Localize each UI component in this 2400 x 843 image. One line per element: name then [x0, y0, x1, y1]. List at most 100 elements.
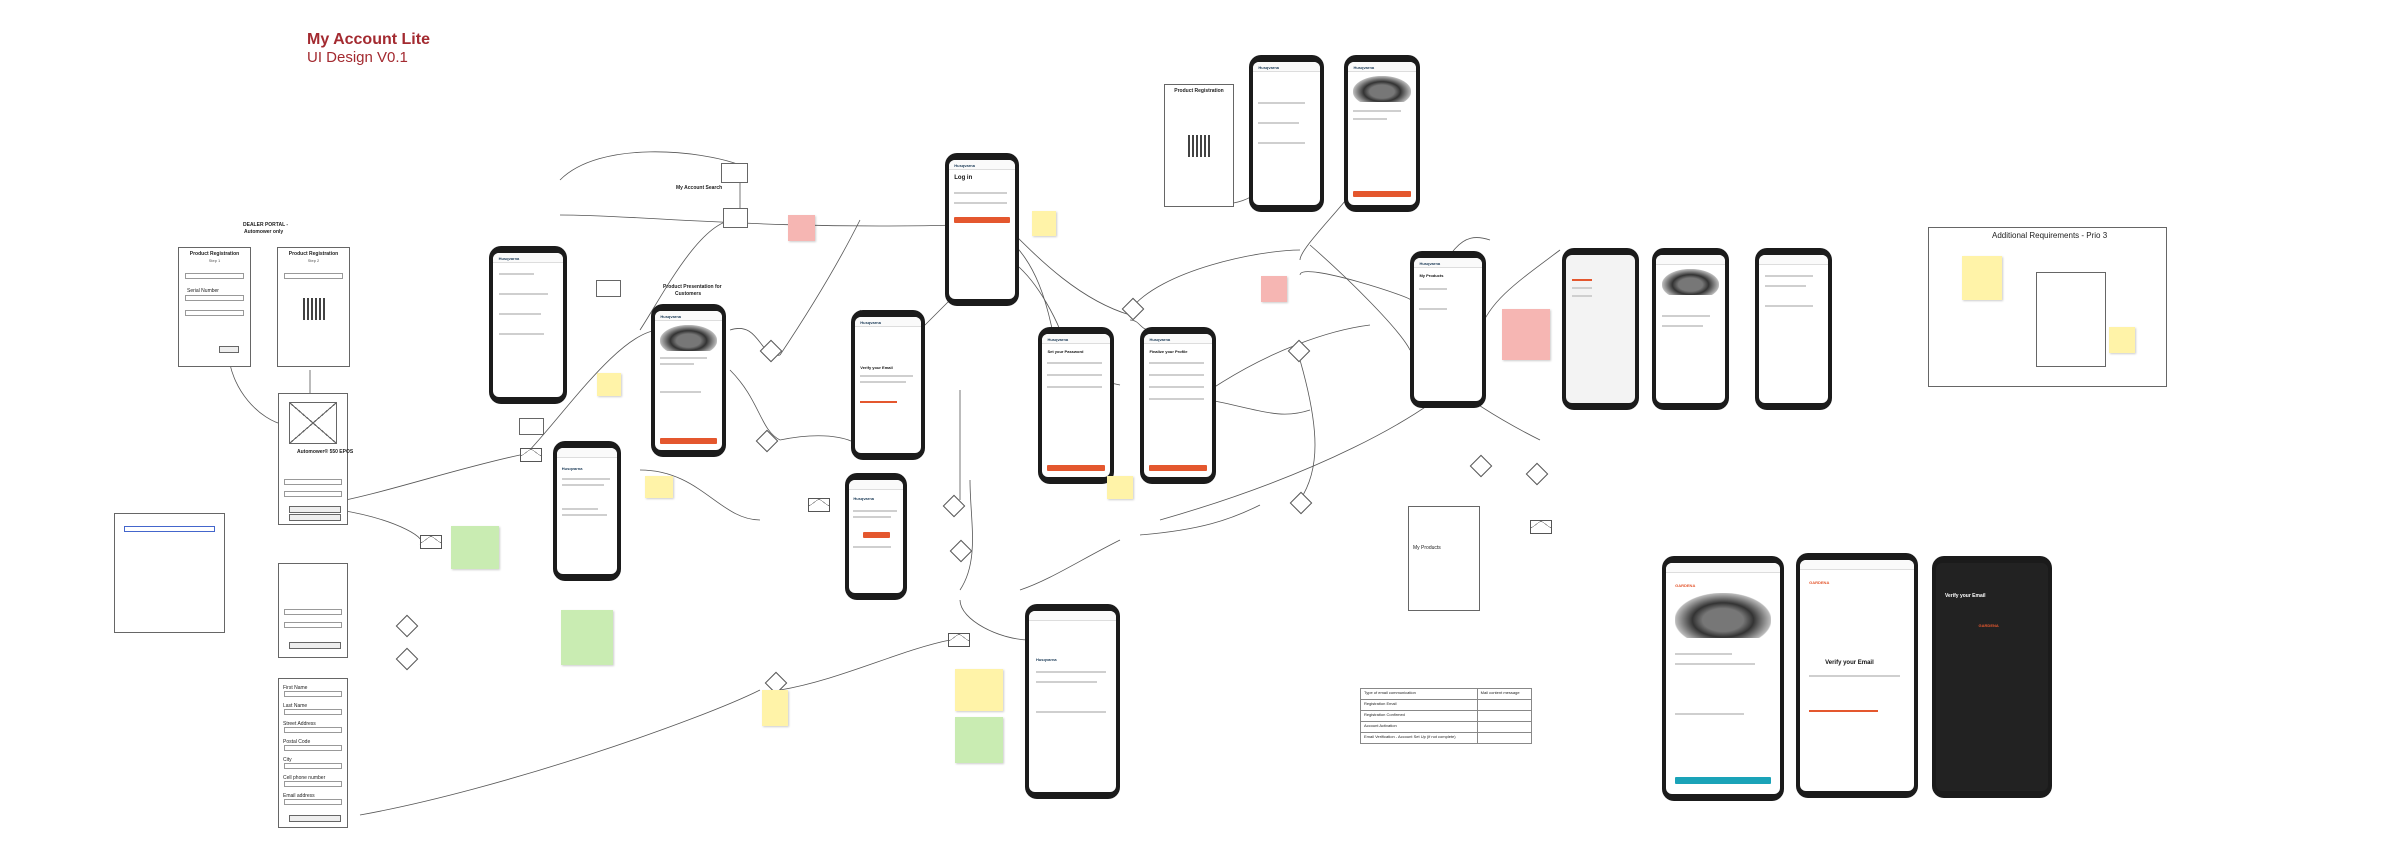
phone-my-products: Husqvarna My Products	[1410, 251, 1486, 408]
note	[2109, 327, 2135, 353]
phone-set-password: Husqvarna Set your Password	[1038, 327, 1114, 484]
dealer-portal-label: DEALER PORTAL -	[243, 222, 289, 228]
field[interactable]	[184, 295, 245, 301]
phone-product-search: Husqvarna	[489, 246, 567, 404]
field[interactable]	[184, 310, 245, 316]
table-cell: Registration Email	[1360, 699, 1478, 711]
image-placeholder-icon	[289, 402, 337, 444]
brand-logo: Husqvarna	[860, 320, 881, 325]
field[interactable]	[284, 609, 342, 615]
decision-node	[764, 671, 788, 695]
wireframe-my-products: My Products	[1408, 506, 1480, 611]
register-button[interactable]	[660, 438, 717, 444]
decision-node	[395, 647, 419, 671]
wireframe-product-card: Automower® 550 EPOS	[278, 393, 353, 525]
brand-logo: Husqvarna	[853, 496, 874, 501]
table-cell: Account Activation	[1360, 721, 1478, 733]
field[interactable]	[284, 799, 342, 805]
decision-node	[755, 429, 779, 453]
verify-email-heading: Verify your Email	[860, 365, 893, 370]
field[interactable]	[284, 479, 342, 485]
decision-node	[942, 494, 966, 518]
field[interactable]	[284, 491, 342, 497]
phone-verify-email: Husqvarna Verify your Email	[851, 310, 925, 460]
phone-gardena-product: GARDENA	[1662, 556, 1784, 801]
next-button[interactable]	[219, 346, 239, 353]
additional-requirements-frame: Additional Requirements - Prio 3	[1928, 227, 2167, 387]
wireframe-box	[519, 418, 544, 435]
table-cell: Email Verification - Account Set Up (if …	[1360, 732, 1478, 744]
field[interactable]	[284, 622, 342, 628]
note	[788, 215, 815, 241]
wireframe-box	[721, 163, 748, 183]
field[interactable]	[284, 781, 342, 787]
save-profile-button[interactable]	[1149, 465, 1207, 471]
finalize-profile-heading: Finalize your Profile	[1149, 349, 1188, 354]
email-cta-button[interactable]	[862, 532, 890, 538]
url-bar[interactable]	[123, 526, 216, 532]
note	[1962, 256, 2002, 300]
field-label: Email address	[283, 793, 315, 799]
note	[955, 717, 1003, 763]
wireframe-registration-form: First Name Last Name Street Address Post…	[278, 678, 348, 828]
phone-email-inbox: Husqvarna	[845, 473, 907, 600]
gardena-logo: GARDENA	[1978, 623, 1999, 628]
save-password-button[interactable]	[1047, 465, 1105, 471]
mower-image	[1353, 76, 1411, 102]
wireframe-product-registration-step2: Product Registration Step 2	[277, 247, 350, 367]
action-button[interactable]	[289, 514, 341, 521]
field[interactable]	[283, 273, 344, 279]
field[interactable]	[284, 691, 342, 697]
field[interactable]	[284, 709, 342, 715]
note	[955, 669, 1003, 711]
register-product-button[interactable]	[1353, 191, 1411, 197]
brand-logo: Husqvarna	[561, 466, 583, 471]
field[interactable]	[284, 745, 342, 751]
field[interactable]	[184, 273, 245, 279]
wireframe-step: Step 1	[208, 258, 221, 263]
note	[762, 690, 788, 726]
field[interactable]	[284, 763, 342, 769]
brand-logo: Husqvarna	[1353, 65, 1375, 70]
brand-logo: Husqvarna	[660, 314, 682, 319]
action-button[interactable]	[289, 506, 341, 513]
decision-node	[759, 339, 783, 363]
wireframe-box	[596, 280, 621, 297]
note	[1502, 309, 1550, 360]
wireframe-message	[278, 563, 348, 658]
field-label: Serial Number	[187, 288, 219, 294]
email-envelope-icon	[948, 633, 970, 647]
action-button[interactable]	[289, 642, 341, 649]
wireframe-step: Step 2	[307, 258, 320, 263]
gardena-logo: GARDENA	[1809, 580, 1830, 585]
mower-image	[1675, 593, 1771, 638]
phone-registration-email: Husqvarna	[553, 441, 621, 581]
email-envelope-icon	[420, 535, 442, 549]
mower-image	[660, 325, 717, 351]
table-cell	[1476, 699, 1533, 711]
note	[1032, 211, 1056, 236]
page-title: My Account Lite	[307, 31, 430, 48]
qr-code-icon	[302, 298, 325, 320]
field[interactable]	[284, 727, 342, 733]
my-products-label: My Products	[1413, 545, 1441, 551]
wireframe-browser	[114, 513, 225, 633]
note	[561, 610, 613, 665]
brand-logo: Husqvarna	[1035, 657, 1057, 662]
brand-logo: Husqvarna	[1047, 337, 1069, 342]
decision-node	[1525, 462, 1549, 486]
wireframe-title: Product Registration	[1174, 88, 1224, 94]
wireframe-product-registration-step1: Product Registration Step 1 Serial Numbe…	[178, 247, 251, 367]
submit-button[interactable]	[289, 815, 341, 822]
decision-node	[395, 614, 419, 638]
table-cell	[1476, 721, 1533, 733]
email-envelope-icon	[520, 448, 542, 462]
add-product-button[interactable]	[1675, 777, 1771, 784]
phone-gardena-verify: GARDENA Verify your Email	[1796, 553, 1918, 798]
phone-product-search-2: Husqvarna	[1249, 55, 1324, 212]
login-button[interactable]	[954, 217, 1010, 223]
phone-menu	[1562, 248, 1639, 410]
label-my-account-search: My Account Search	[676, 185, 723, 191]
